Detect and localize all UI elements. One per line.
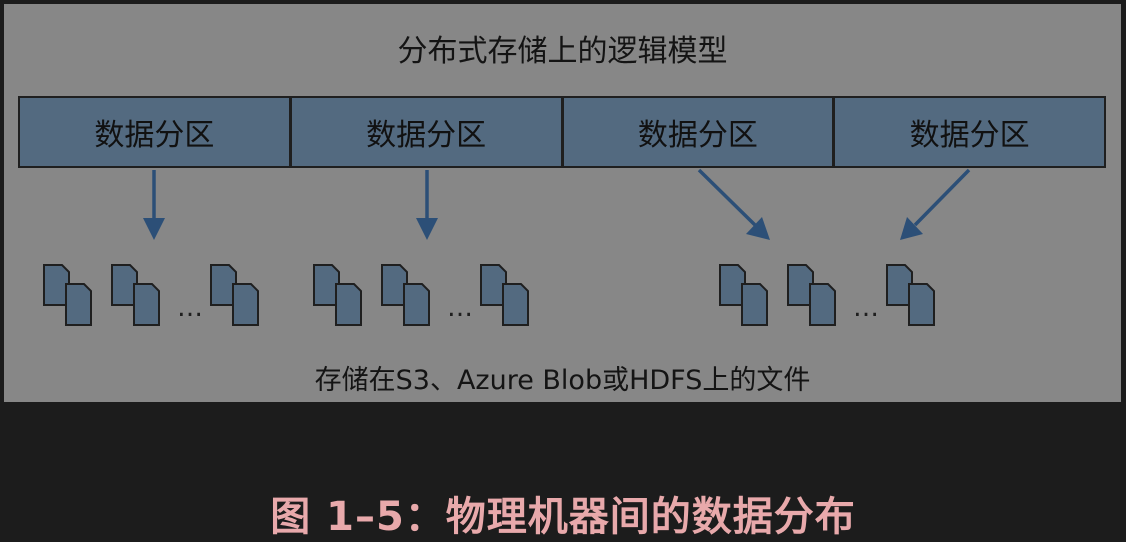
file-icon bbox=[43, 264, 92, 326]
file-icon bbox=[313, 264, 362, 326]
files-caption: 存储在S3、Azure Blob或HDFS上的文件 bbox=[314, 365, 811, 396]
file-group-1: … bbox=[43, 264, 259, 326]
data-partition-3: 数据分区 bbox=[560, 98, 833, 166]
diagram-graphics: … … … bbox=[43, 168, 971, 326]
file-icon bbox=[381, 264, 430, 326]
data-partition-1: 数据分区 bbox=[20, 98, 289, 166]
ellipsis: … bbox=[853, 293, 879, 323]
file-icon bbox=[719, 264, 768, 326]
figure-caption: 图 1–5：物理机器间的数据分布 bbox=[270, 494, 856, 540]
file-icon bbox=[111, 264, 160, 326]
file-icon bbox=[210, 264, 259, 326]
arrow-icon bbox=[697, 168, 770, 240]
distributed-storage-diagram: 分布式存储上的逻辑模型 数据分区 数据分区 数据分区 数据分区 bbox=[4, 4, 1121, 402]
arrow-icon bbox=[416, 170, 438, 240]
data-partition-2: 数据分区 bbox=[288, 98, 561, 166]
partition-bar: 数据分区 数据分区 数据分区 数据分区 bbox=[18, 96, 1106, 168]
arrow-icon bbox=[900, 168, 971, 240]
arrow-icon bbox=[143, 170, 165, 240]
ellipsis: … bbox=[177, 293, 203, 323]
file-group-3: … bbox=[719, 264, 935, 326]
file-icon bbox=[886, 264, 935, 326]
ellipsis: … bbox=[447, 293, 473, 323]
diagram-title: 分布式存储上的逻辑模型 bbox=[397, 34, 728, 69]
file-icon bbox=[480, 264, 529, 326]
data-partition-4: 数据分区 bbox=[832, 98, 1104, 166]
file-group-2: … bbox=[313, 264, 529, 326]
file-icon bbox=[787, 264, 836, 326]
partition-arrows bbox=[143, 168, 971, 240]
